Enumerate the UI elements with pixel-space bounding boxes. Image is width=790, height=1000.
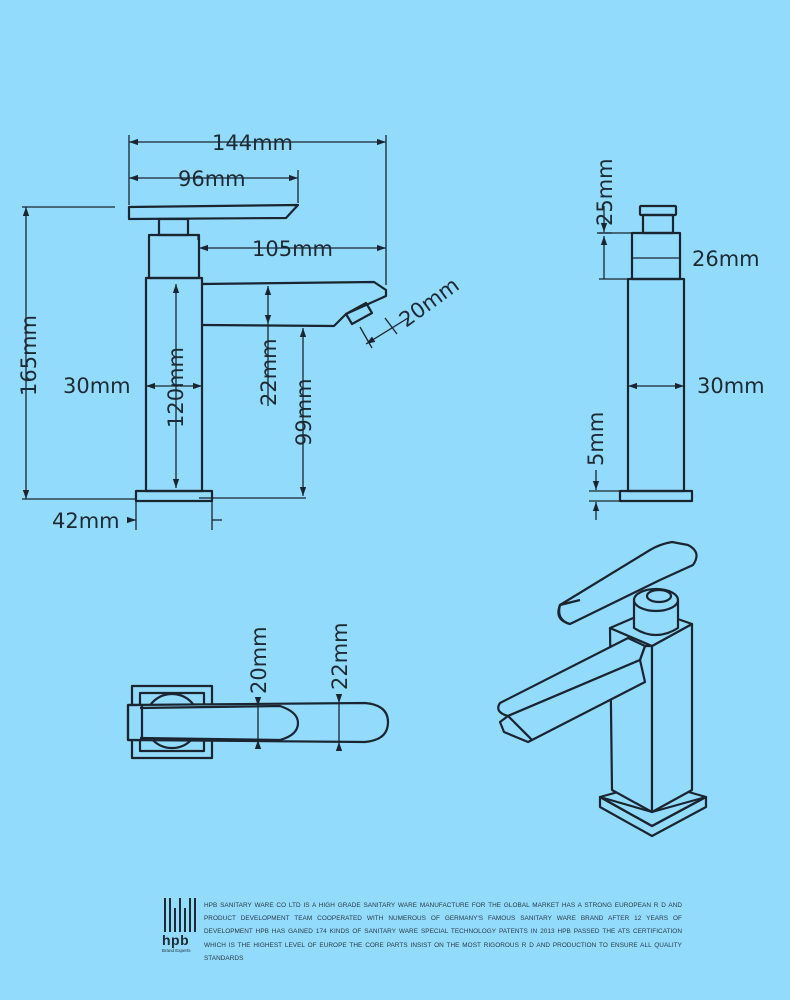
side-handle-stem <box>157 217 190 237</box>
dim-22-top: 22mm <box>328 622 352 690</box>
dim-120: 120mm <box>164 347 188 428</box>
dim-165: 165mm <box>17 315 41 396</box>
side-handle <box>127 203 300 221</box>
front-body <box>626 277 686 493</box>
dim-5: 5mm <box>584 412 608 466</box>
front-base <box>618 489 694 503</box>
iso-aerator <box>498 714 534 744</box>
faucet-technical-drawing: 144mm 96mm 105mm 165mm 120mm 30mm 22mm 9… <box>17 131 765 838</box>
dim-20-tip: 20mm <box>395 273 464 332</box>
side-base <box>134 489 214 503</box>
dim-line-20-tip <box>365 317 409 345</box>
side-aerator <box>344 301 374 326</box>
dim-42: 42mm <box>52 509 120 533</box>
front-cap <box>638 204 678 217</box>
dim-144: 144mm <box>212 131 293 155</box>
front-view: 25mm 26mm 30mm 5mm <box>584 158 765 520</box>
company-description: HPB SANITARY WARE CO LTD IS A HIGH GRADE… <box>204 902 682 962</box>
dim-96: 96mm <box>178 167 246 191</box>
hpb-logo: hpb Brand Experts <box>162 898 198 968</box>
logo-text: hpb <box>162 932 190 948</box>
dim-22-side: 22mm <box>257 338 281 406</box>
dim-30-side: 30mm <box>63 374 131 398</box>
dim-26: 26mm <box>692 247 760 271</box>
side-spout <box>201 280 388 328</box>
dim-30-front: 30mm <box>697 374 765 398</box>
top-view: 20mm 22mm <box>126 622 390 760</box>
side-view: 144mm 96mm 105mm 165mm 120mm 30mm 22mm 9… <box>17 131 464 533</box>
company-footer: hpb Brand Experts HPB SANITARY WARE CO L… <box>162 898 682 968</box>
logo-bars <box>164 898 198 932</box>
side-neck <box>147 233 201 280</box>
iso-body-side <box>650 622 694 814</box>
isometric-view <box>497 540 708 838</box>
dim-20-top: 20mm <box>247 626 271 694</box>
top-handle-inner <box>139 704 300 742</box>
front-neck <box>630 231 682 281</box>
dim-99: 99mm <box>292 378 316 446</box>
front-cap-stem <box>641 213 675 235</box>
dim-105: 105mm <box>252 237 333 261</box>
top-spout-front <box>126 703 144 742</box>
logo-tagline: Brand Experts <box>162 948 191 953</box>
dim-25: 25mm <box>593 158 617 226</box>
